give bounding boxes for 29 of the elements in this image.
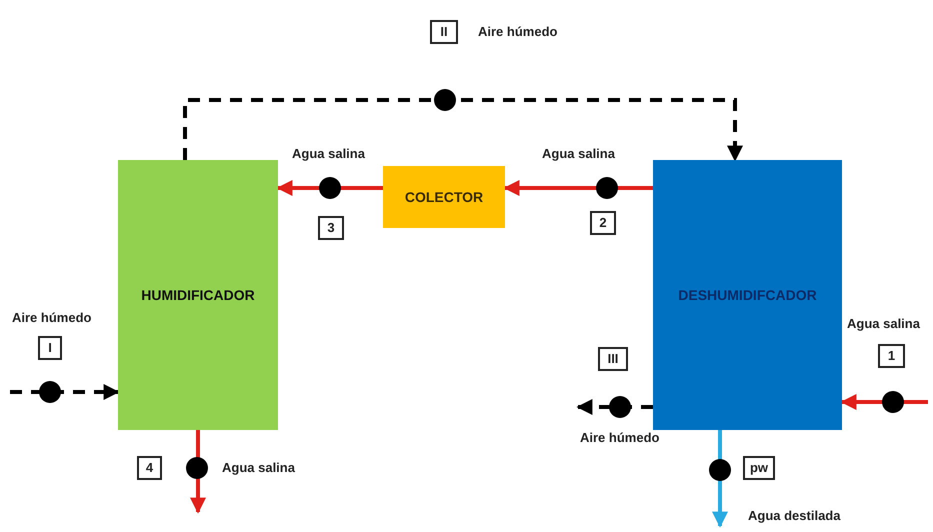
process-box — [118, 160, 278, 430]
state-point-number: III — [598, 347, 628, 371]
stream-label: Aire húmedo — [12, 310, 92, 325]
stream-label: Agua salina — [542, 146, 615, 161]
state-point-number: I — [38, 336, 62, 360]
state-point-number: 4 — [137, 456, 162, 480]
stream-label: Agua salina — [222, 460, 295, 475]
box-title: COLECTOR — [404, 189, 484, 205]
state-point-number: pw — [743, 456, 775, 480]
state-point-number: 3 — [318, 216, 344, 240]
stream-label: Aire húmedo — [478, 24, 558, 39]
process-box — [653, 160, 842, 430]
flow-arrow — [840, 394, 928, 410]
stream-label: Agua salina — [292, 146, 365, 161]
flow-arrow — [712, 430, 728, 528]
process-box — [383, 166, 505, 228]
stream-label: Agua salina — [847, 316, 920, 331]
state-point-number: 2 — [590, 211, 616, 235]
box-title: HUMIDIFICADOR — [141, 287, 255, 303]
flow-arrow — [276, 180, 383, 196]
state-point-number: 1 — [878, 344, 905, 368]
flow-arrow — [10, 384, 120, 400]
flow-arrow — [503, 180, 653, 196]
flow-arrow — [183, 98, 743, 162]
flow-arrow — [190, 430, 206, 514]
box-title: DESHUMIDIFCADOR — [678, 287, 817, 303]
stream-label: Aire húmedo — [580, 430, 660, 445]
state-point-number: II — [430, 20, 458, 44]
stream-label: Agua destilada — [748, 508, 840, 523]
